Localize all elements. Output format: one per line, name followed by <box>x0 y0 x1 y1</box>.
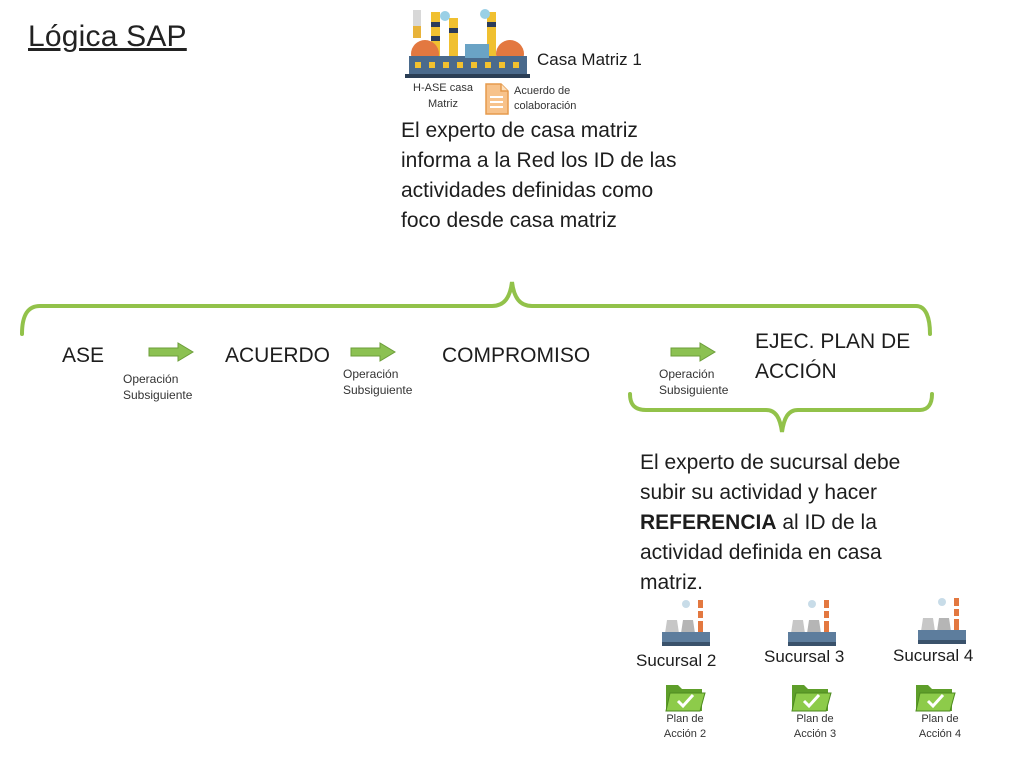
plan-label-2: Plan de Acción 2 <box>655 712 715 742</box>
plan-label-4: Plan de Acción 4 <box>910 712 970 742</box>
plan-3-line1: Plan de <box>796 713 834 725</box>
transition-label-1: Operación Subsiguiente <box>123 371 192 403</box>
step-compromiso: COMPROMISO <box>442 344 591 367</box>
page-title: Lógica SAP <box>28 20 187 53</box>
branch-note-before: El experto de sucursal debe subir su act… <box>640 451 901 504</box>
branch-note-emphasis: REFERENCIA <box>640 511 777 534</box>
plan-2-line2: Acción 2 <box>663 728 707 740</box>
transition-3-line2: Subsiguiente <box>659 383 729 397</box>
branch-name-2: Sucursal 2 <box>636 651 717 670</box>
step-ejec-plan: EJEC. PLAN DE ACCIÓN <box>755 327 910 387</box>
right-arrow-icon <box>350 342 396 362</box>
plan-3-line2: Acción 3 <box>793 728 837 740</box>
plan-4-line2: Acción 4 <box>918 728 962 740</box>
transition-1-line2: Subsiguiente <box>123 388 193 402</box>
branch-name-3: Sucursal 3 <box>764 647 845 666</box>
factory-icon <box>662 600 710 646</box>
branch-note-after: al ID de la actividad definida en casa m… <box>640 511 882 594</box>
factory-icon <box>788 600 836 646</box>
transition-2-line2: Subsiguiente <box>343 383 413 397</box>
transition-label-3: Operación Subsiguiente <box>659 366 728 398</box>
hase-label-line1: H-ASE casa <box>413 82 473 94</box>
plan-label-3: Plan de Acción 3 <box>785 712 845 742</box>
factory-icon <box>405 9 530 78</box>
doc-label: Acuerdo de colaboración <box>514 84 576 114</box>
document-icon <box>485 83 509 115</box>
transition-label-2: Operación Subsiguiente <box>343 366 412 398</box>
branch-name-4: Sucursal 4 <box>893 646 974 665</box>
doc-label-line2: colaboración <box>514 100 577 112</box>
step-ase: ASE <box>62 344 105 367</box>
step-acuerdo: ACUERDO <box>225 344 331 367</box>
step-ejec-line2: ACCIÓN <box>755 360 837 383</box>
folder-check-icon[interactable] <box>790 677 832 713</box>
hase-label-line2: Matriz <box>428 98 458 110</box>
right-arrow-icon <box>148 342 194 362</box>
hq-note: El experto de casa matriz informa a la R… <box>401 119 677 232</box>
hase-label: H-ASE casa Matriz <box>411 80 475 112</box>
transition-1-line1: Operación <box>123 372 179 386</box>
right-arrow-icon <box>670 342 716 362</box>
plan-2-line1: Plan de <box>666 713 704 725</box>
hq-name: Casa Matriz 1 <box>537 50 642 69</box>
transition-2-line1: Operación <box>343 367 399 381</box>
branch-note: El experto de sucursal debe subir su act… <box>640 448 940 598</box>
folder-check-icon[interactable] <box>664 677 706 713</box>
doc-label-line1: Acuerdo de <box>514 85 571 97</box>
factory-icon <box>918 598 966 644</box>
folder-check-icon[interactable] <box>914 677 956 713</box>
transition-3-line1: Operación <box>659 367 715 381</box>
step-ejec-line1: EJEC. PLAN DE <box>755 330 911 353</box>
plan-4-line1: Plan de <box>921 713 959 725</box>
